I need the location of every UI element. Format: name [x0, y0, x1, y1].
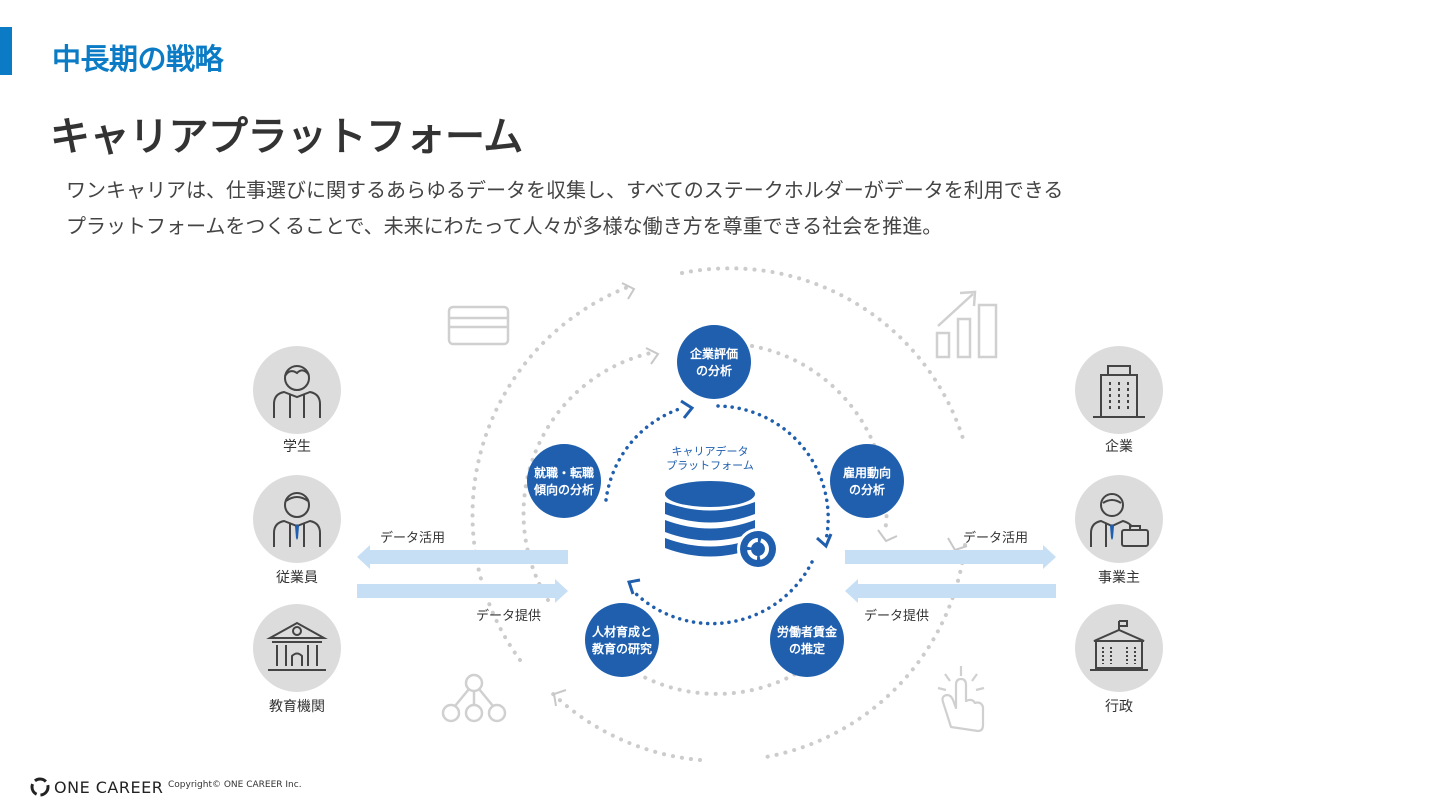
- left-data-provide-arrow: [357, 579, 568, 603]
- network-icon: [441, 673, 507, 723]
- right-data-provide-label: データ提供: [864, 608, 929, 624]
- node-wage-estimation: 労働者賃金 の推定: [770, 603, 844, 677]
- footer-brand: ONE CAREER: [54, 777, 164, 797]
- node-label: の分析: [696, 363, 732, 378]
- lead-line-2: プラットフォームをつくることで、未来にわたって人々が多様な働き方を尊重できる社会…: [66, 214, 943, 238]
- left-data-provide-label: データ提供: [476, 608, 541, 624]
- page-title: キャリアプラットフォーム: [50, 114, 523, 160]
- node-label: 企業評価: [689, 346, 738, 361]
- student-avatar: [253, 346, 341, 434]
- inner-data-cycle-ring: [604, 404, 830, 626]
- node-label: の推定: [789, 641, 825, 656]
- node-company-evaluation: 企業評価 の分析: [677, 325, 751, 399]
- onecareer-logo-icon: [30, 777, 50, 797]
- node-label: 就職・転職: [534, 465, 594, 480]
- center-label-2: プラットフォーム: [666, 459, 754, 472]
- footer-logo: ONE CAREER: [30, 776, 163, 798]
- growth-chart-icon: [935, 290, 998, 359]
- tap-hand-icon: [937, 666, 985, 733]
- left-data-use-arrow: [357, 545, 568, 569]
- employee-avatar: [253, 475, 341, 563]
- stakeholder-label-education: 教育機関: [269, 699, 325, 715]
- lead-paragraph: ワンキャリアは、仕事選びに関するあらゆるデータを収集し、すべてのステークホルダー…: [66, 172, 1063, 244]
- database-icon: [665, 481, 779, 570]
- node-label: 雇用動向: [843, 465, 891, 480]
- section-accent-bar: [0, 27, 12, 75]
- government-avatar: [1075, 604, 1163, 692]
- stakeholder-label-student: 学生: [283, 439, 311, 455]
- stakeholder-label-government: 行政: [1105, 699, 1133, 715]
- node-label: 人材育成と: [592, 624, 652, 639]
- card-icon: [447, 305, 510, 346]
- business-owner-avatar: [1075, 475, 1163, 563]
- node-label: の分析: [849, 482, 885, 497]
- section-title: 中長期の戦略: [52, 42, 224, 76]
- node-label: 労働者賃金: [777, 624, 838, 639]
- footer-copyright: Copyright© ONE CAREER Inc.: [168, 780, 302, 790]
- center-label-1: キャリアデータ: [672, 444, 749, 458]
- node-talent-development: 人材育成と 教育の研究: [585, 603, 659, 677]
- stakeholder-label-company: 企業: [1105, 438, 1133, 455]
- stakeholder-label-business-owner: 事業主: [1098, 570, 1140, 586]
- right-data-use-arrow: [845, 545, 1056, 569]
- company-avatar: [1075, 346, 1163, 434]
- inner-ring-arrowheads: [627, 399, 833, 595]
- node-label: 教育の研究: [591, 641, 652, 656]
- lead-line-1: ワンキャリアは、仕事選びに関するあらゆるデータを収集し、すべてのステークホルダー…: [66, 178, 1064, 202]
- education-institution-avatar: [253, 604, 341, 692]
- right-data-provide-arrow: [845, 579, 1056, 603]
- node-label: 傾向の分析: [533, 482, 594, 497]
- node-job-change-trends: 就職・転職 傾向の分析: [527, 444, 601, 518]
- left-data-use-label: データ活用: [380, 530, 445, 546]
- node-employment-trends: 雇用動向 の分析: [830, 444, 904, 518]
- right-data-use-label: データ活用: [963, 530, 1028, 546]
- stakeholder-label-employee: 従業員: [276, 570, 318, 586]
